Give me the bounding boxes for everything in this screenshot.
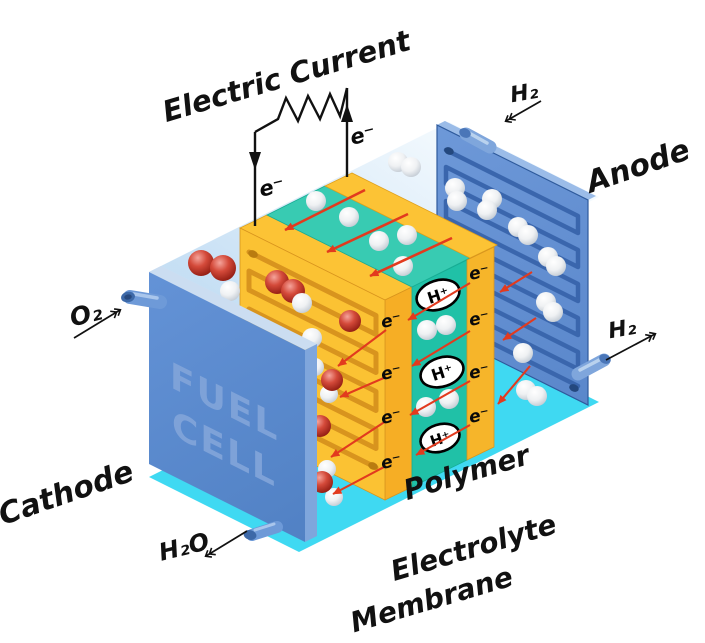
o2-inlet-label: O₂ <box>67 297 105 333</box>
h2-outlet-label: H₂ <box>606 315 638 345</box>
electron-arrow-up <box>341 104 353 122</box>
anode-channel-outlet-hole <box>569 384 579 392</box>
anode-flow-channels <box>443 147 581 389</box>
h2o-outlet-label: H₂O <box>156 527 212 567</box>
electron-symbol-wire-left: e⁻ <box>257 172 287 201</box>
h2-inlet-arrow <box>504 100 542 124</box>
electron-flow-arrows <box>330 271 537 495</box>
cathode-channel-outlet-hole <box>368 462 378 470</box>
h2-inlet-pipe-highlight <box>467 131 489 145</box>
cathode-plate-front-face <box>149 272 305 542</box>
o2-pipe-highlight <box>132 292 159 300</box>
electron-symbol: e⁻ <box>379 309 403 333</box>
o2-pipe-body <box>123 290 167 309</box>
electron-arrow-down <box>249 152 261 170</box>
cathode-plate-right-side-face <box>305 344 317 542</box>
anode-electrode-front-face <box>466 246 495 461</box>
circuit-resistor <box>254 87 349 134</box>
h2-outlet-arrow <box>605 331 657 361</box>
cathode-plate-top-face <box>149 266 317 350</box>
cathode-channel-inlet-hole <box>248 250 258 258</box>
anode-channel-inlet-hole <box>444 147 454 155</box>
h2-outlet-pipe-opening <box>599 354 611 364</box>
proton-spheres-top <box>306 191 417 276</box>
electron-symbol: e⁻ <box>467 404 491 428</box>
h2-outlet-pipe-highlight <box>578 357 603 372</box>
cathode-plate: FUEL CELL <box>149 266 317 542</box>
electron-labels-anode-strip: e⁻ e⁻ e⁻ e⁻ <box>467 261 491 428</box>
h2-inlet-pipe-opening <box>459 128 471 138</box>
h2-outlet-pipe-body <box>571 353 611 381</box>
anode-electrode-top-face <box>324 172 498 259</box>
electron-symbol: e⁻ <box>379 405 403 429</box>
h2-inlet-label: H₂ <box>508 79 540 109</box>
proton-badge-2: H⁺ <box>419 355 465 389</box>
proton-badge-1: H⁺ <box>415 278 461 312</box>
h2o-pipe-body <box>246 521 283 541</box>
electron-symbol: e⁻ <box>467 360 491 384</box>
h2-inlet-pipe <box>459 127 497 154</box>
o2-pipe-bore <box>124 294 132 300</box>
electron-symbol: e⁻ <box>467 307 491 331</box>
cathode-label: Cathode <box>0 454 138 533</box>
top-flow-arrows <box>284 188 453 278</box>
h2o-outlet-arrow <box>204 530 248 558</box>
h2-outlet-pipe <box>571 353 611 381</box>
hydrogen-molecules-anode <box>388 152 566 406</box>
anode-label: Anode <box>580 133 694 202</box>
electron-labels-cathode-strip: e⁻ e⁻ e⁻ e⁻ <box>379 309 403 474</box>
electric-current-label: Electric Current <box>159 23 416 129</box>
electron-symbol-wire-right: e⁻ <box>348 120 378 149</box>
electron-symbol: e⁻ <box>379 361 403 385</box>
h2o-pipe-highlight <box>253 522 276 532</box>
o2-inlet-arrow <box>73 308 122 339</box>
electron-symbol: e⁻ <box>379 450 403 474</box>
h2o-pipe-opening <box>243 530 257 540</box>
electron-symbol: e⁻ <box>467 261 491 285</box>
o2-inlet-pipe <box>121 290 167 309</box>
external-circuit <box>253 87 349 226</box>
h2o-outlet-pipe <box>243 521 283 541</box>
